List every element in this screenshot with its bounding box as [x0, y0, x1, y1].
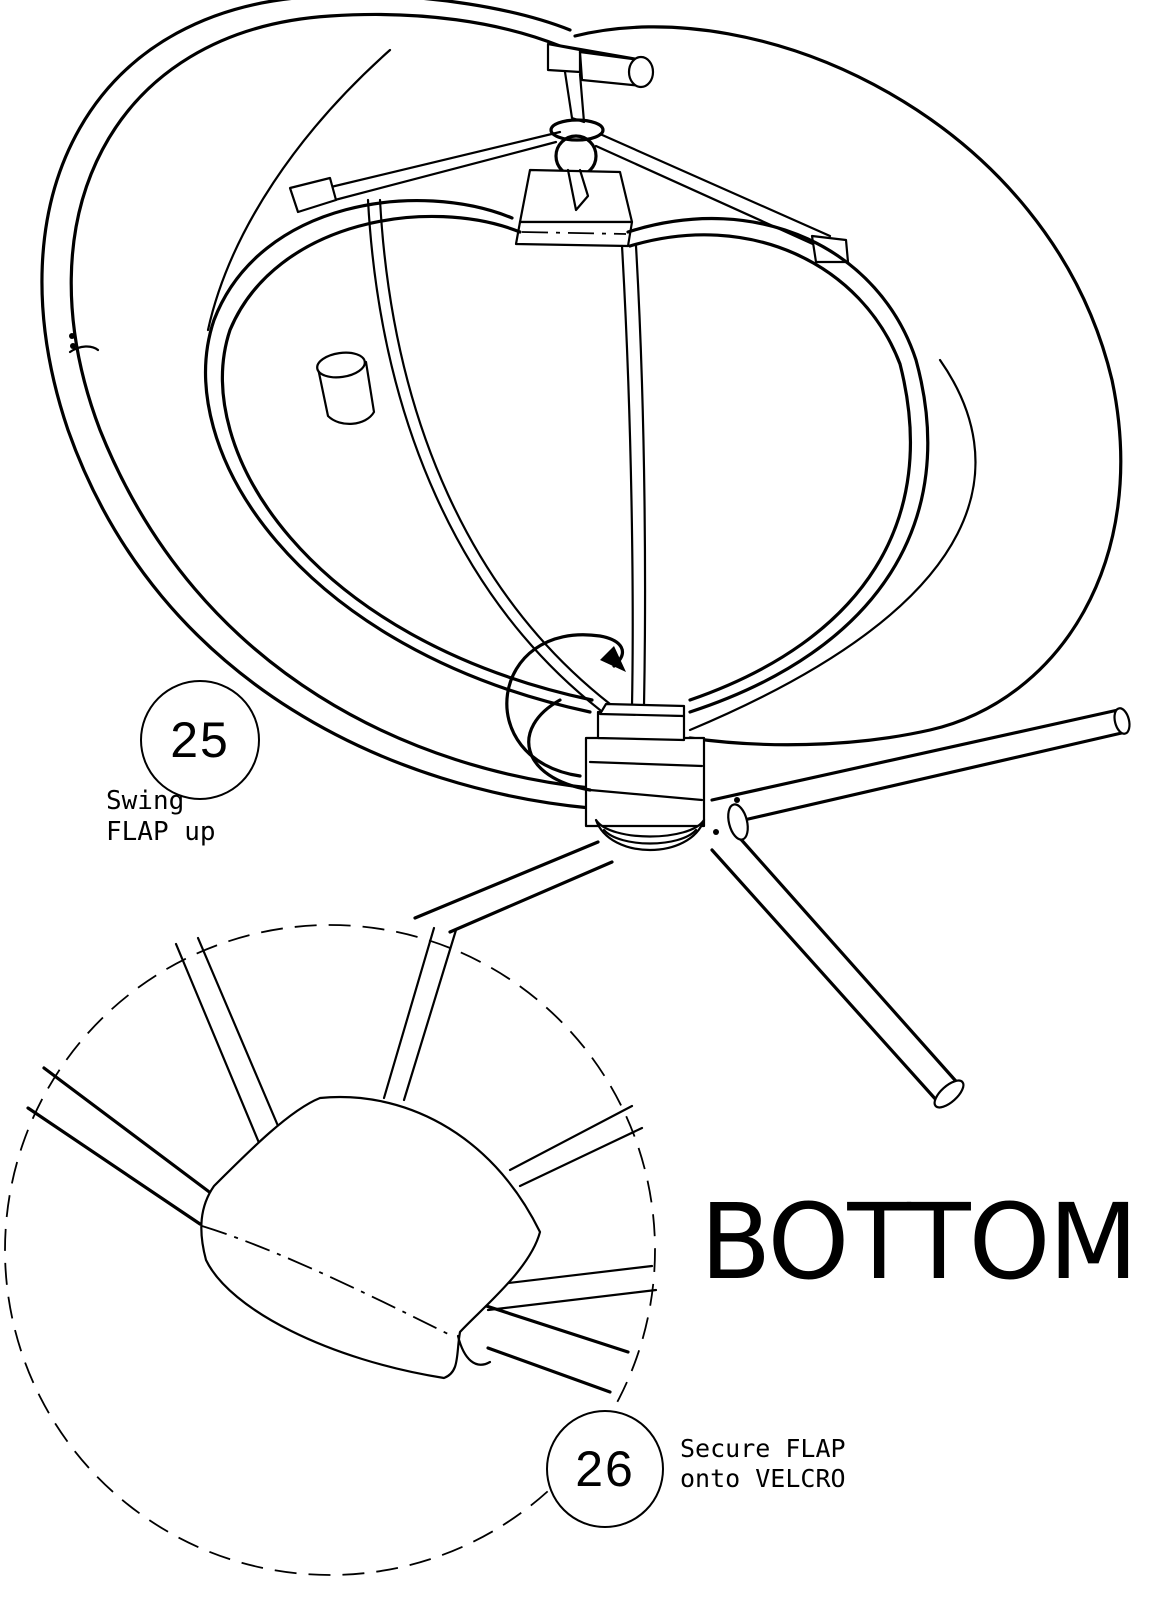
- detail-view: [4, 924, 658, 1576]
- step-25-number-badge: 25: [140, 680, 260, 800]
- step-26-number-badge: 26: [546, 1410, 664, 1528]
- step-25-line2: FLAP up: [106, 817, 216, 848]
- stand-leg-left: [413, 840, 600, 920]
- flap: [200, 1096, 542, 1380]
- cup-holder: [316, 351, 376, 425]
- step-26-number: 26: [575, 1441, 635, 1497]
- leg-end-cap-right: [1113, 707, 1131, 735]
- hanging-hardware: [288, 42, 850, 264]
- step-26-line2: onto VELCRO: [680, 1464, 846, 1493]
- stand-leg-lower-right: [710, 848, 940, 1104]
- central-hub: [584, 702, 740, 851]
- step-26-line1: Secure FLAP: [680, 1434, 846, 1463]
- stand-leg-right: [710, 708, 1120, 802]
- stand-legs: [413, 707, 1131, 1109]
- detail-circle-outline: [4, 924, 656, 1576]
- step-25-line1: Swing: [106, 786, 185, 816]
- step-25-number: 25: [170, 712, 230, 768]
- view-label-bottom: BOTTOM: [700, 1181, 1138, 1303]
- leg-end-cap-lower-right: [933, 1079, 965, 1109]
- swing-arrow: [505, 633, 626, 792]
- seat-ribs: [366, 198, 647, 712]
- step-26-instruction: Secure FLAP onto VELCRO: [680, 1434, 846, 1494]
- seat-rim: [204, 198, 977, 732]
- canopy-shell: [206, 25, 1123, 747]
- step-25-instruction: Swing FLAP up: [106, 786, 216, 848]
